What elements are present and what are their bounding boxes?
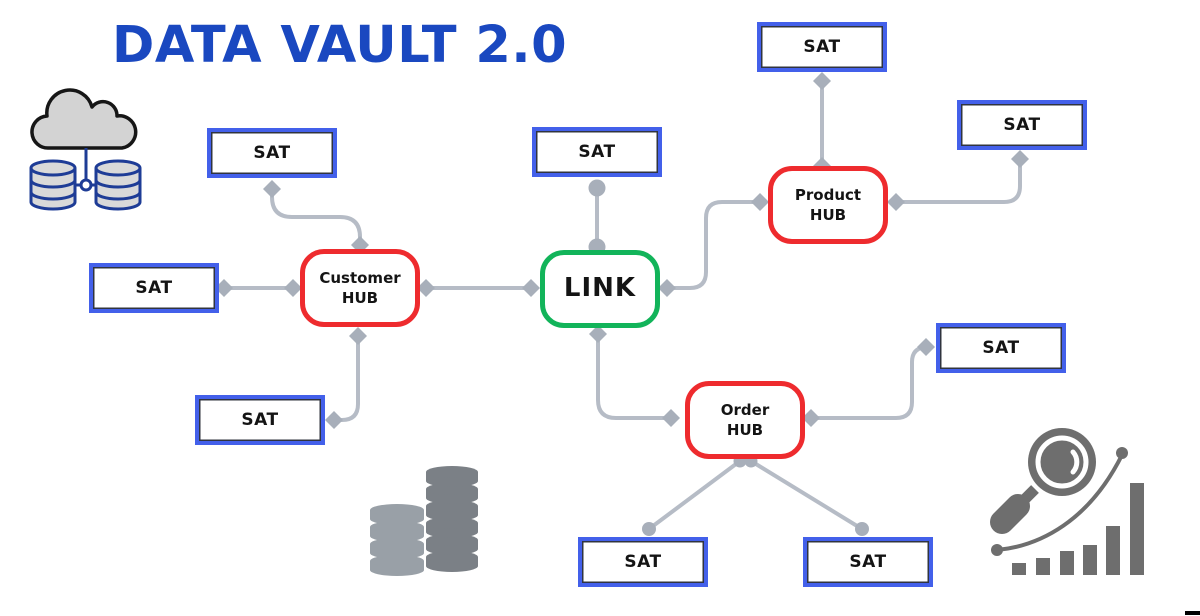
edge-order-sat-bottom-left <box>647 459 742 531</box>
coin-stack-icon <box>370 466 478 576</box>
link-label: LINK <box>563 273 637 304</box>
corner-mark <box>1185 611 1200 615</box>
sat-label: SAT <box>1003 115 1041 135</box>
order-hub-node[interactable]: Order HUB <box>685 381 805 459</box>
sat-node-customer-bottom[interactable]: SAT <box>195 395 325 445</box>
sat-label: SAT <box>253 143 291 163</box>
sat-node-customer-left[interactable]: SAT <box>89 263 219 313</box>
hub-type: HUB <box>341 289 379 307</box>
hub-name: Product <box>794 185 862 204</box>
cloud-database-icon <box>29 88 142 211</box>
edge-link-product <box>665 200 762 290</box>
sat-node-product-top[interactable]: SAT <box>757 22 887 72</box>
sat-label: SAT <box>803 37 841 57</box>
magnifier-growth-chart-icon <box>990 428 1144 575</box>
product-hub-node[interactable]: Product HUB <box>768 166 888 244</box>
sat-label: SAT <box>624 552 662 572</box>
sat-label: SAT <box>135 278 173 298</box>
sat-node-product-right[interactable]: SAT <box>957 100 1087 150</box>
edge-sat-top-customer <box>270 187 362 247</box>
hub-name: Customer <box>319 268 401 287</box>
sat-node-link-top[interactable]: SAT <box>532 127 662 177</box>
sat-node-customer-top[interactable]: SAT <box>207 128 337 178</box>
sat-label: SAT <box>241 410 279 430</box>
sat-label: SAT <box>849 552 887 572</box>
hub-name: Order <box>720 400 770 419</box>
hub-type: HUB <box>809 206 847 224</box>
edge-order-sat-right <box>809 345 928 420</box>
sat-node-order-right[interactable]: SAT <box>936 323 1066 373</box>
link-node[interactable]: LINK <box>540 250 660 328</box>
edge-sat-product-right <box>894 157 1022 204</box>
edge-link-order <box>596 332 673 420</box>
edge-order-sat-bottom-right <box>749 459 864 531</box>
sat-label: SAT <box>982 338 1020 358</box>
page-title: DATA VAULT 2.0 <box>112 16 568 75</box>
sat-node-order-bottom-left[interactable]: SAT <box>578 537 708 587</box>
hub-type: HUB <box>726 421 764 439</box>
sat-label: SAT <box>578 142 616 162</box>
edge-sat-bottom-customer <box>332 334 360 422</box>
customer-hub-node[interactable]: Customer HUB <box>300 249 420 327</box>
sat-node-order-bottom-right[interactable]: SAT <box>803 537 933 587</box>
